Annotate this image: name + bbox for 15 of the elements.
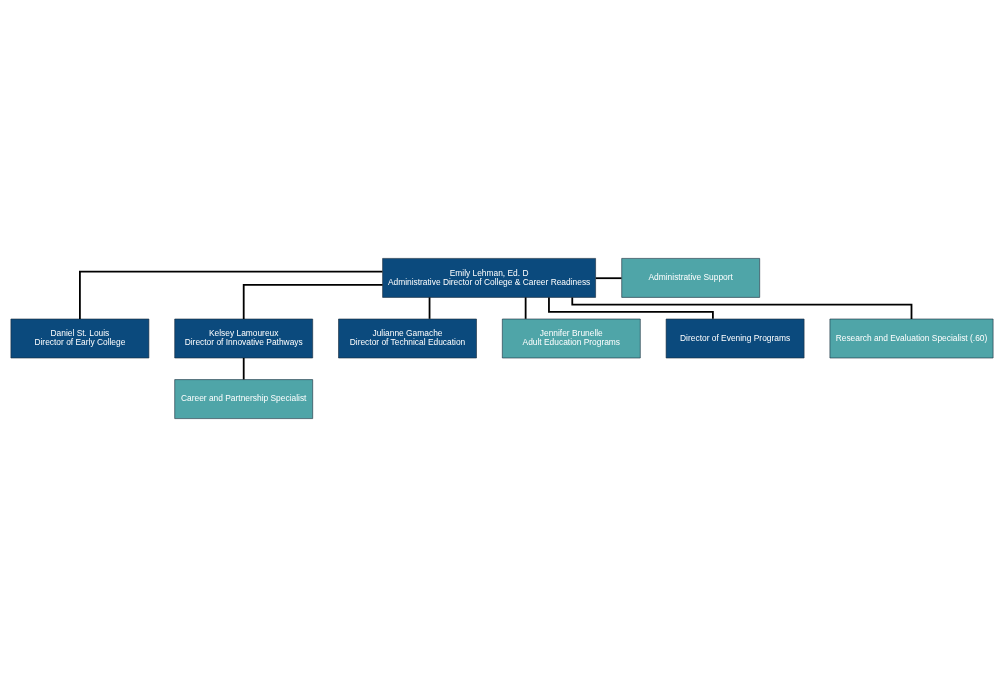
node-box: Administrative Support <box>621 258 760 298</box>
connector <box>524 296 527 320</box>
node-box: Daniel St. Louis Director of Early College <box>10 318 150 359</box>
connector <box>594 277 623 280</box>
connector <box>79 270 384 320</box>
node-box: Director of Evening Programs <box>665 318 805 359</box>
node-box: Kelsey Lamoureux Director of Innovative Pathways <box>174 318 313 359</box>
node-box: Career and Partnership Specialist <box>174 379 313 419</box>
node-box: Jennifer Brunelle Adult Education Programs <box>502 318 641 359</box>
node-box: Research and Evaluation Specialist (.60) <box>829 318 994 359</box>
connector <box>428 296 431 320</box>
node-box: Emily Lehman, Ed. D Administrative Director of College & Career Readiness <box>382 258 596 298</box>
node-box: Julianne Gamache Director of Technical Education <box>338 318 477 359</box>
connector <box>242 357 245 381</box>
connector <box>242 283 384 320</box>
